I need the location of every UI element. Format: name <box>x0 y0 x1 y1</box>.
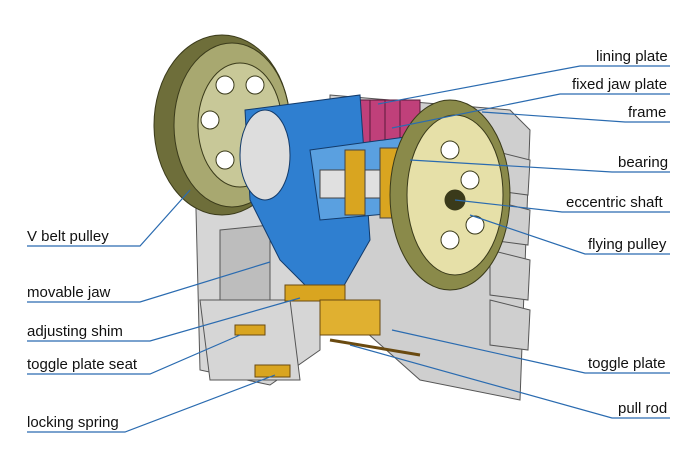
label-v-belt-pulley: V belt pulley <box>27 228 109 245</box>
flying-pulley <box>389 99 511 291</box>
label-bearing: bearing <box>618 154 669 171</box>
label-locking-spring: locking spring <box>27 414 119 431</box>
label-toggle-plate: toggle plate <box>588 355 666 372</box>
label-lining-plate: lining plate <box>596 48 668 65</box>
label-flying-pulley: flying pulley <box>588 236 667 253</box>
label-pull-rod: pull rod <box>618 400 668 417</box>
label-toggle-plate-seat: toggle plate seat <box>27 356 138 373</box>
label-movable-jaw: movable jaw <box>27 284 111 301</box>
label-adjusting-shim: adjusting shim <box>27 323 123 340</box>
label-fixed-jaw-plate: fixed jaw plate <box>572 76 668 93</box>
leader-lines <box>27 65 670 433</box>
label-frame: frame <box>628 104 667 121</box>
toggle-assembly <box>234 284 421 378</box>
label-eccentric-shaft: eccentric shaft <box>566 194 663 211</box>
